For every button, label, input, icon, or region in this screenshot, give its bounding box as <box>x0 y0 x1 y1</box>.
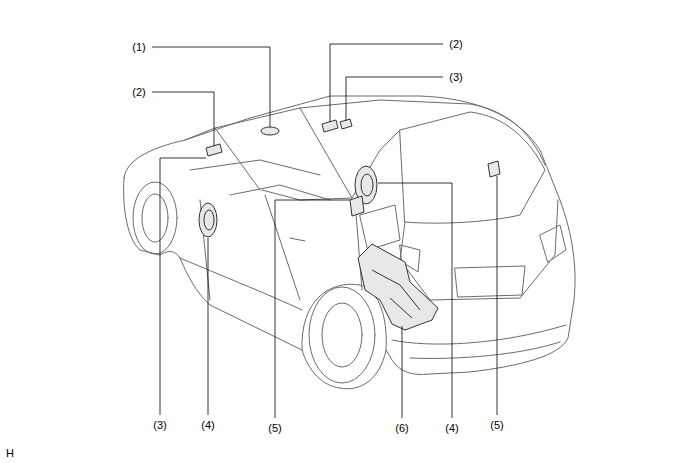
leader-line <box>378 183 452 418</box>
dashboard <box>190 160 330 200</box>
rear-seat <box>360 205 400 250</box>
rear-wheel-rim <box>322 303 362 367</box>
leader-line <box>152 47 270 127</box>
callout-number: (3) <box>152 419 167 432</box>
side-window <box>262 130 400 200</box>
rear-bumper <box>392 325 566 358</box>
tailgate <box>400 200 558 300</box>
door-line <box>200 195 362 300</box>
callout-number: (4) <box>200 419 215 432</box>
tail-light <box>400 225 566 272</box>
callout-number: (4) <box>444 422 459 435</box>
leader-line <box>346 77 443 121</box>
rear-glass <box>400 112 545 223</box>
callout-number: (6) <box>394 422 409 435</box>
callout-number: (5) <box>267 422 282 435</box>
front-door-speaker-left-cone <box>204 210 214 230</box>
rear-wheel <box>309 287 375 383</box>
subwoofer-box <box>358 244 438 330</box>
leader-line <box>208 238 209 415</box>
windshield <box>215 108 352 198</box>
leader-line <box>160 158 206 415</box>
license-plate <box>455 266 525 297</box>
leader-line <box>152 92 214 146</box>
rear-speaker-left <box>350 196 364 216</box>
front-wheel-rim <box>142 194 168 242</box>
leader-line <box>497 176 498 415</box>
sill-line <box>180 258 302 310</box>
callout-number: (2) <box>131 86 146 99</box>
leader-line <box>330 44 443 122</box>
callout-number: (2) <box>448 38 463 51</box>
subwoofer-detail <box>372 270 420 318</box>
leader-line <box>275 200 350 418</box>
roof-line <box>185 100 545 165</box>
center-speaker <box>261 127 279 135</box>
front-door-speaker-right-cone <box>361 174 373 196</box>
front-wheel <box>133 182 177 254</box>
leader-line <box>402 326 403 418</box>
figure-code: H <box>5 447 15 460</box>
callout-number: (3) <box>448 71 463 84</box>
front-door-speaker-left <box>199 203 217 237</box>
car-body <box>124 96 575 389</box>
rear-speaker-right <box>488 161 500 177</box>
callout-number: (1) <box>131 41 146 54</box>
callout-number: (5) <box>489 419 504 432</box>
